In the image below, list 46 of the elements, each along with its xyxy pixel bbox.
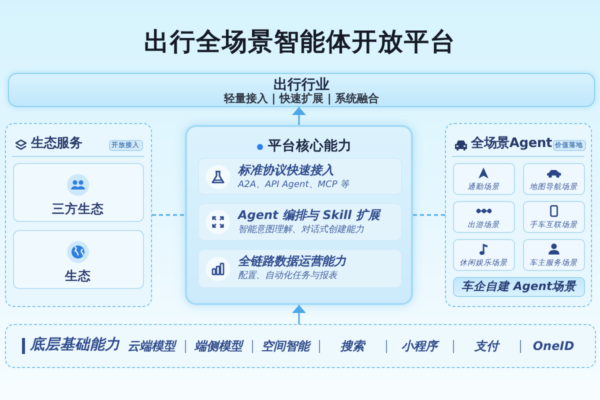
connector-line [152, 214, 185, 216]
arrow [292, 107, 306, 125]
capability-item: 空间智能 [262, 339, 310, 354]
card-label: 三方生态 [52, 200, 104, 216]
card-label: 生态 [65, 268, 92, 283]
band-subtitle: 轻量接入 | 快速扩展 | 系统融合 [224, 92, 380, 106]
capability-detail: 配置、自动化任务与报表 [238, 271, 337, 282]
capability-item: 小程序 [402, 339, 438, 354]
capability-card [198, 158, 402, 195]
scenario-card [522, 238, 585, 271]
capability-item: 搜索 [340, 339, 364, 354]
foundation-band [5, 324, 596, 368]
capability-detail: 智能意图理解、对话式创建能力 [238, 225, 364, 236]
dashed-panel [5, 123, 152, 307]
core-panel [185, 125, 413, 305]
capability-item: 端侧模型 [194, 339, 242, 354]
capability-card [198, 249, 402, 288]
panel-title: 平台核心能力 [268, 138, 352, 154]
arrow [292, 305, 306, 324]
dashed-panel [445, 123, 592, 307]
scenario-card [522, 162, 585, 195]
tag [552, 140, 586, 151]
panel-title: 生态服务 [31, 136, 82, 152]
scenario-card [522, 200, 585, 233]
banner [452, 276, 585, 297]
capability-detail: A2A、API Agent、MCP 等 [238, 180, 350, 191]
scenario-card [452, 162, 515, 195]
capability-item: 支付 [474, 339, 498, 354]
title: 出行全场景智能体开放平台 [144, 27, 456, 57]
connector-line [413, 214, 445, 216]
capability-item: 云端模型 [128, 339, 176, 354]
capability-title: 全链路数据运营能力 [238, 254, 346, 268]
card [12, 230, 144, 289]
tag [108, 140, 143, 151]
capability-title: 标准协议快速接入 [238, 163, 334, 178]
industry-band [8, 73, 595, 107]
capability-card [198, 203, 402, 241]
band-title: 出行行业 [274, 77, 330, 93]
card [12, 162, 144, 222]
capability-title: Agent 编排与 Skill 扩展 [238, 208, 380, 222]
banner-label: 车企自建 Agent场景 [461, 280, 576, 294]
panel-title: 全场景Agent [471, 136, 552, 152]
scenario-card [452, 200, 515, 233]
band-title: 底层基础能力 [30, 337, 120, 354]
scenario-card [452, 238, 515, 271]
capability-item: OneID [532, 339, 574, 354]
